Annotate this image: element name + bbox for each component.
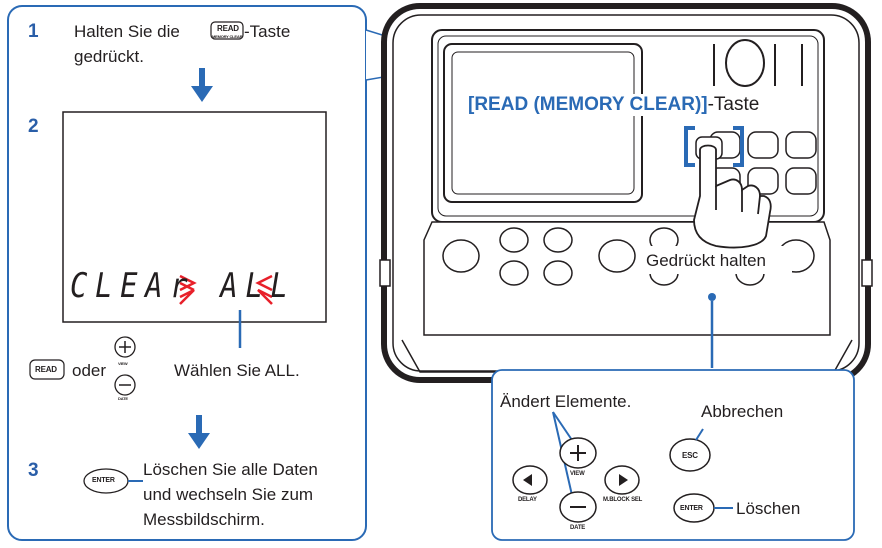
esc-key-label: ESC bbox=[682, 451, 698, 460]
delay-key-label: DELAY bbox=[518, 497, 537, 503]
select-all-instruction: Wählen Sie ALL. bbox=[174, 361, 300, 380]
read-key-label-step2: READ bbox=[35, 365, 57, 374]
step-1-number: 1 bbox=[28, 21, 39, 42]
device-key-label: [READ (MEMORY CLEAR)]-Taste bbox=[466, 94, 762, 116]
lcd-screen bbox=[62, 111, 327, 323]
step-3-line2: und wechseln Sie zum bbox=[143, 485, 314, 504]
read-key-highlight bbox=[684, 126, 744, 167]
step-3-line1: Löschen Sie alle Daten bbox=[143, 460, 318, 479]
down-arrow-1 bbox=[191, 68, 213, 102]
hand-icon bbox=[693, 144, 772, 249]
enter-key-label: ENTER bbox=[680, 505, 703, 512]
change-items-label: Ändert Elemente. bbox=[500, 392, 632, 411]
view-sublabel: VIEW bbox=[118, 361, 128, 366]
cancel-label: Abbrechen bbox=[701, 402, 784, 421]
read-key-icon-step2 bbox=[29, 359, 65, 380]
enter-key-label-step3: ENTER bbox=[92, 477, 115, 484]
step-1-key-suffix: -Taste bbox=[244, 22, 291, 41]
delete-label: Löschen bbox=[736, 499, 801, 518]
blink-markers bbox=[179, 274, 273, 305]
read-key-label: READ bbox=[217, 24, 239, 33]
read-key-icon-step1 bbox=[210, 21, 244, 40]
left-panel-frame bbox=[7, 5, 367, 541]
device-body bbox=[379, 3, 873, 383]
date-key-label: DATE bbox=[570, 525, 586, 531]
view-key-label: VIEW bbox=[570, 471, 585, 477]
mblock-key-label: M.BLOCK SEL bbox=[603, 497, 643, 503]
step-3-line3: Messbildschirm. bbox=[143, 510, 265, 529]
step-1-text: Halten Sie die bbox=[74, 22, 180, 41]
memory-clear-sublabel: MEMORY CLEAR bbox=[212, 34, 243, 39]
lcd-readout: CLEAr ALL bbox=[70, 266, 296, 306]
or-text: oder bbox=[72, 361, 107, 380]
date-sublabel: DATE bbox=[118, 396, 128, 401]
device-key-suffix: -Taste bbox=[707, 94, 760, 115]
hold-label: Gedrückt halten bbox=[646, 251, 767, 270]
inset-esc-key bbox=[669, 438, 711, 472]
device-key-name: [READ (MEMORY CLEAR)] bbox=[468, 94, 708, 115]
step-3-number: 3 bbox=[28, 460, 39, 481]
step-1-line2: gedrückt. bbox=[74, 47, 144, 66]
step-2-number: 2 bbox=[28, 116, 39, 137]
down-arrow-2 bbox=[188, 415, 210, 449]
